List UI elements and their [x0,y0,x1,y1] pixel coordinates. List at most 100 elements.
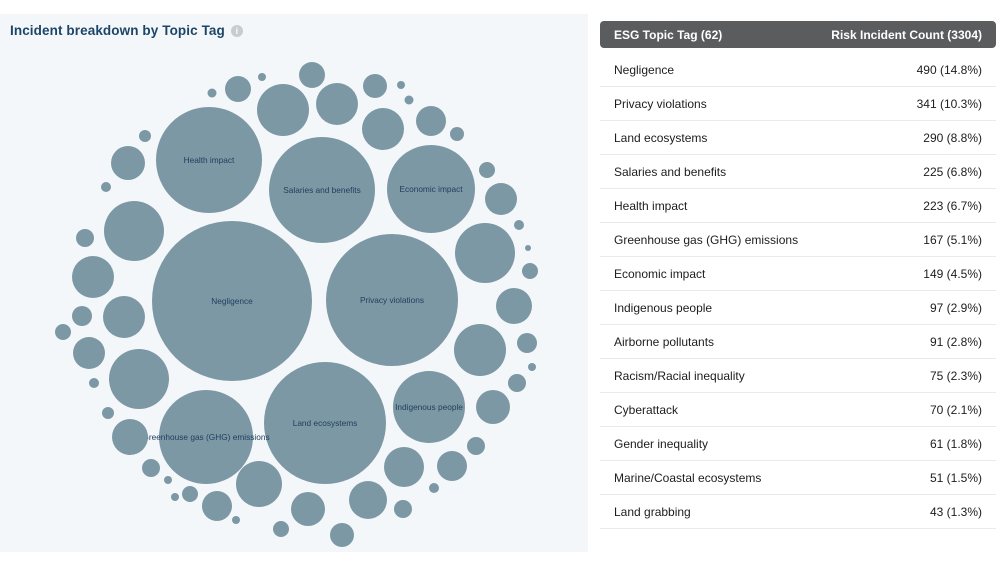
bubble[interactable] [257,84,309,136]
table-row[interactable]: Land grabbing 43 (1.3%) [600,495,996,529]
bubble[interactable] [102,407,114,419]
bubble[interactable] [330,523,354,547]
bubble[interactable] [111,146,145,180]
info-icon[interactable]: i [230,24,243,37]
bubble[interactable] [467,437,485,455]
bubble-indigenous-people[interactable] [393,371,465,443]
topic-tag-cell: Privacy violations [614,96,707,111]
incident-count-cell: 97 (2.9%) [929,300,982,315]
bubble[interactable] [258,73,266,81]
table-row[interactable]: Indigenous people 97 (2.9%) [600,291,996,325]
bubble[interactable] [273,521,289,537]
topic-tag-cell: Airborne pollutants [614,334,715,349]
bubble[interactable] [525,245,531,251]
bubble[interactable] [394,500,412,518]
bubble[interactable] [225,76,251,102]
topic-tag-cell: Land ecosystems [614,130,708,145]
bubble-privacy-violations[interactable] [326,234,458,366]
bubble[interactable] [72,256,114,298]
bubble[interactable] [164,476,172,484]
bubble[interactable] [109,349,169,409]
bubble[interactable] [517,333,537,353]
bubble-health-impact[interactable] [156,107,262,213]
bubble[interactable] [55,324,71,340]
bubble[interactable] [89,378,99,388]
incident-count-cell: 43 (1.3%) [929,504,982,519]
bubble[interactable] [455,223,515,283]
bubble-salaries-and-benefits[interactable] [269,137,375,243]
bubble[interactable] [171,493,179,501]
bubble[interactable] [404,95,414,105]
bubble[interactable] [112,419,148,455]
bubble-land-ecosystems[interactable] [264,362,386,484]
bubble[interactable] [72,306,92,326]
topic-tag-cell: Health impact [614,198,688,213]
bubble[interactable] [397,81,405,89]
incident-count-cell: 167 (5.1%) [923,232,982,247]
bubble[interactable] [485,183,517,215]
bubble[interactable] [454,324,506,376]
bubble[interactable] [522,263,538,279]
topic-tag-cell: Land grabbing [614,504,691,519]
bubble[interactable] [232,516,240,524]
bubble-greenhouse-gas-ghg-emissions[interactable] [159,390,253,484]
bubble[interactable] [101,182,111,192]
incident-count-cell: 51 (1.5%) [929,470,982,485]
bubble[interactable] [202,491,232,521]
bubble[interactable] [291,492,325,526]
bubble[interactable] [142,459,160,477]
bubble[interactable] [384,447,424,487]
bubble[interactable] [362,108,404,150]
bubble[interactable] [76,229,94,247]
incident-count-cell: 225 (6.8%) [923,164,982,179]
panel-header: Incident breakdown by Topic Tag i [10,23,243,38]
incident-count-cell: 149 (4.5%) [923,266,982,281]
bubble[interactable] [349,481,387,519]
table-row[interactable]: Greenhouse gas (GHG) emissions 167 (5.1%) [600,223,996,257]
bubble[interactable] [73,337,105,369]
incident-count-cell: 70 (2.1%) [929,402,982,417]
bubble[interactable] [236,461,282,507]
bubble[interactable] [104,201,164,261]
bubble[interactable] [429,483,439,493]
incident-count-cell: 290 (8.8%) [923,130,982,145]
table-row[interactable]: Salaries and benefits 225 (6.8%) [600,155,996,189]
bubble[interactable] [207,88,217,98]
bubble[interactable] [508,374,526,392]
bubble[interactable] [479,162,495,178]
bubble[interactable] [299,62,325,88]
bubble[interactable] [139,130,151,142]
bubble[interactable] [363,74,387,98]
bubble[interactable] [514,220,524,230]
incident-count-cell: 75 (2.3%) [929,368,982,383]
topic-tag-cell: Economic impact [614,266,706,281]
bubble[interactable] [182,486,198,502]
bubble[interactable] [528,363,536,371]
topic-tag-cell: Indigenous people [614,300,713,315]
bubble[interactable] [416,106,446,136]
bubble-economic-impact[interactable] [387,145,475,233]
topic-tag-cell: Greenhouse gas (GHG) emissions [614,232,799,247]
bubble-negligence[interactable] [152,221,312,381]
table-row[interactable]: Economic impact 149 (4.5%) [600,257,996,291]
table-row[interactable]: Land ecosystems 290 (8.8%) [600,121,996,155]
bubble[interactable] [103,296,145,338]
bubble[interactable] [316,83,358,125]
bubble[interactable] [450,127,464,141]
bubble[interactable] [476,390,510,424]
incident-count-cell: 61 (1.8%) [929,436,982,451]
bubble[interactable] [437,451,467,481]
bubble[interactable] [496,288,532,324]
topic-tag-cell: Salaries and benefits [614,164,727,179]
table-header: ESG Topic Tag (62) Risk Incident Count (… [600,21,996,48]
